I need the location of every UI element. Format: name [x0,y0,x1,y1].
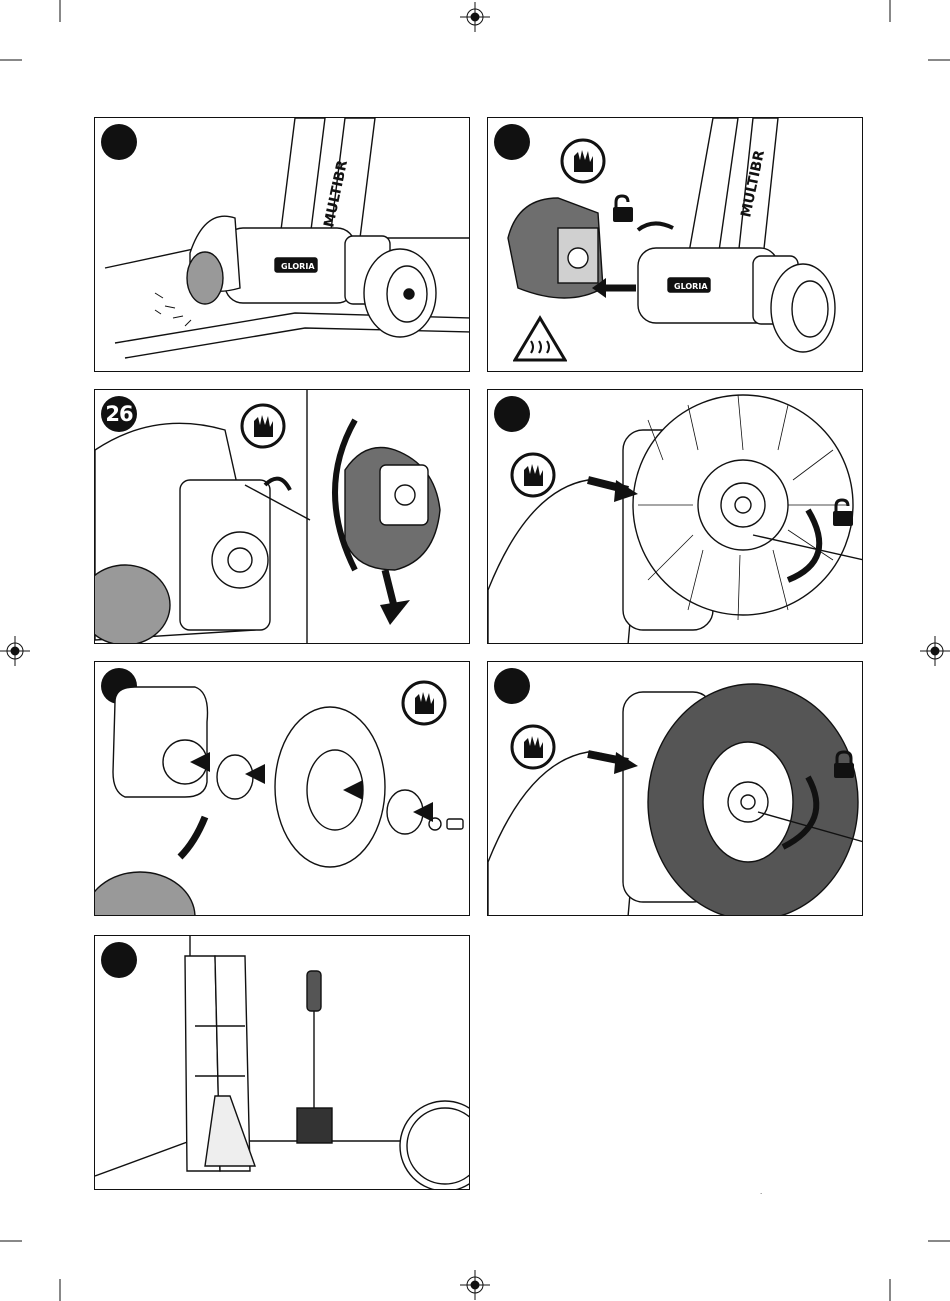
lock-icon [831,750,857,780]
arrow-icon [638,223,673,230]
registration-mark-icon [460,2,490,32]
gloria-logo: GLORIA [281,262,315,271]
storage-illustration [95,936,470,1190]
figure-panel-5 [94,661,470,916]
glove-icon [510,724,556,770]
unlock-icon [830,498,856,528]
loosen-brush-illustration [488,390,863,644]
glove-icon [510,452,556,498]
figure-panel-7 [94,935,470,1190]
registration-mark-icon [0,636,30,666]
brush-on-floor-illustration: GLORIA MULTIBR [95,118,470,372]
arrow-icon [180,817,205,857]
registration-mark-icon [920,636,950,666]
arrow-icon [380,600,410,625]
figure-panel-2: GLORIA MULTIBR [487,117,863,372]
glove-icon [401,680,447,726]
registration-mark-icon [460,1270,490,1300]
figure-panel-6 [487,661,863,916]
glove-icon [239,402,287,450]
hot-surface-warning-icon [513,315,567,363]
unlock-icon [610,194,636,224]
figure-panel-4 [487,389,863,644]
gloria-logo: GLORIA [674,282,708,291]
figure-panel-3: 26 [94,389,470,644]
tighten-brush-illustration [488,662,863,916]
glove-icon [560,138,606,184]
figure-panel-1: GLORIA MULTIBR [94,117,470,372]
page-dot: · [760,1190,762,1198]
